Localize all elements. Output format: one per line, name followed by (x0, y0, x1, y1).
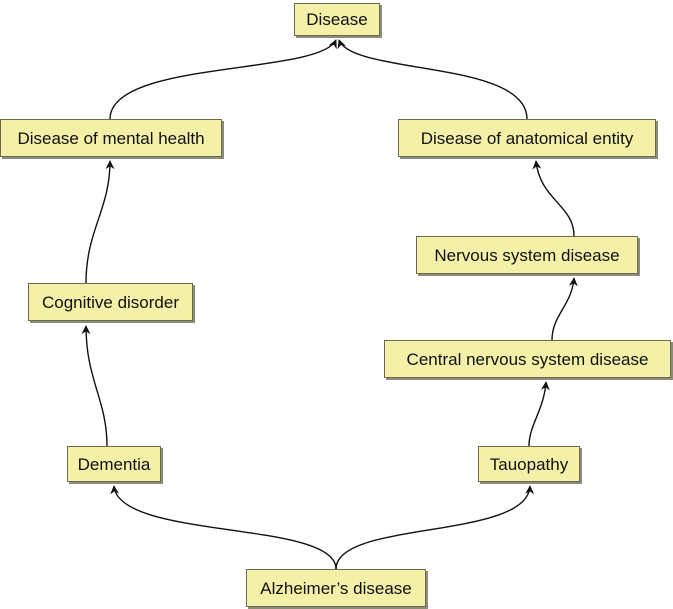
edge-alzheimers-dementia (110, 485, 337, 570)
node-dementia: Dementia (67, 446, 161, 482)
node-label: Nervous system disease (434, 245, 620, 265)
node-label: Dementia (77, 454, 151, 474)
node-label: Alzheimer’s disease (260, 578, 412, 598)
node-label: Disease (306, 10, 368, 29)
node-cognitive-disorder: Cognitive disorder (28, 283, 193, 321)
edge-cognitive-mental (85, 160, 115, 284)
node-disease: Disease (294, 3, 380, 36)
edge-cns-nervous (551, 277, 578, 341)
node-tauopathy: Tauopathy (478, 446, 580, 482)
edge-mental-disease (109, 39, 337, 120)
edge-alzheimers-tauopathy (335, 485, 535, 570)
node-nervous-system-disease: Nervous system disease (416, 236, 638, 274)
edge-tauopathy-cns (528, 381, 550, 447)
node-label: Disease of mental health (17, 128, 205, 148)
node-label: Tauopathy (489, 454, 569, 474)
node-central-nervous-system-disease: Central nervous system disease (384, 340, 671, 378)
node-label: Central nervous system disease (406, 349, 649, 369)
node-label: Disease of anatomical entity (420, 128, 634, 148)
edge-anatomical-disease (337, 39, 528, 120)
node-alzheimers-disease: Alzheimer’s disease (246, 569, 426, 607)
edge-dementia-cognitive (81, 325, 108, 447)
node-disease-of-mental-health: Disease of mental health (0, 119, 222, 157)
edge-nervous-anatomical (532, 160, 575, 237)
node-label: Cognitive disorder (41, 292, 179, 312)
node-disease-of-anatomical-entity: Disease of anatomical entity (398, 119, 656, 157)
